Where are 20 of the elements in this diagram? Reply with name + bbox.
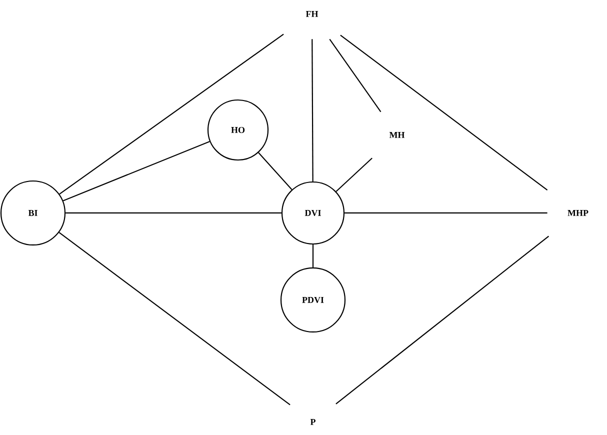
connector-line [312, 39, 314, 182]
connector-line [59, 34, 284, 195]
connector-line [329, 38, 382, 112]
connector-line [344, 212, 548, 214]
connector-line [336, 236, 550, 404]
node-label: MH [389, 132, 405, 138]
connector-line [66, 212, 282, 214]
circle-node: BI [0, 180, 66, 246]
connector-line [340, 34, 548, 190]
connector-line [336, 158, 372, 192]
circle-node: DVI [281, 181, 345, 245]
connector-line [62, 140, 210, 202]
circle-node: PDVI [280, 267, 346, 333]
circle-node: HO [207, 99, 269, 161]
node-label: P [310, 419, 316, 425]
connector-line [258, 152, 292, 190]
connector-line [58, 232, 290, 406]
connector-line [312, 244, 314, 268]
node-label: MHP [568, 210, 588, 216]
node-label: FH [306, 11, 318, 17]
